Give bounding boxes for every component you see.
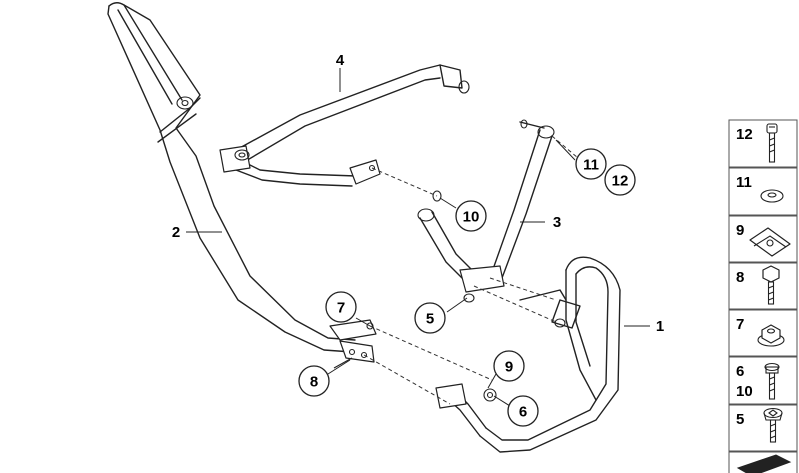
callout-10: 10 bbox=[455, 200, 487, 232]
long-bolt-icon bbox=[766, 123, 778, 163]
legend-9-label: 9 bbox=[736, 222, 744, 239]
legend-row-8: 8 bbox=[728, 262, 798, 310]
part-3-strut bbox=[417, 119, 555, 303]
callout-11: 11 bbox=[575, 148, 607, 180]
fastener-8-part bbox=[333, 357, 353, 369]
callout-12-text: 12 bbox=[612, 173, 629, 190]
callout-10-text: 10 bbox=[463, 209, 480, 226]
part-2-side-bar bbox=[107, 2, 375, 363]
legend-12-label: 12 bbox=[736, 126, 753, 143]
legend-row-9: 9 bbox=[728, 215, 798, 263]
legend-row-11: 11 bbox=[728, 167, 798, 216]
fastener-7-part bbox=[329, 319, 377, 341]
callout-12: 12 bbox=[604, 164, 636, 196]
part-1-lower-guard bbox=[435, 256, 621, 453]
legend-5-label: 5 bbox=[736, 411, 744, 428]
sealant-tube-icon bbox=[736, 454, 792, 473]
legend-8-label: 8 bbox=[736, 269, 744, 286]
callout-5: 5 bbox=[414, 302, 446, 334]
fastener-10-part bbox=[432, 190, 442, 202]
hex-bolt-icon bbox=[762, 265, 780, 305]
washer-icon bbox=[760, 189, 784, 203]
legend-row-7: 7 bbox=[728, 309, 798, 357]
callout-7: 7 bbox=[325, 291, 357, 323]
flange-bolt-icon bbox=[764, 362, 780, 400]
callout-leaders bbox=[186, 68, 650, 407]
legend-row-6-10: 6 10 bbox=[728, 356, 798, 405]
label-part-1: 1 bbox=[656, 318, 664, 335]
callout-9-text: 9 bbox=[505, 359, 513, 376]
legend-row-partial bbox=[728, 451, 798, 473]
callout-6-text: 6 bbox=[519, 404, 527, 421]
legend-panel: 12 11 9 bbox=[728, 119, 798, 473]
legend-6-label: 6 bbox=[736, 363, 744, 380]
callout-8: 8 bbox=[298, 365, 330, 397]
legend-row-5: 5 bbox=[728, 404, 798, 452]
callout-7-text: 7 bbox=[337, 300, 345, 317]
callout-11-text: 11 bbox=[583, 157, 599, 174]
flange-nut-icon bbox=[757, 324, 785, 347]
callout-5-text: 5 bbox=[426, 311, 434, 328]
torx-screw-icon bbox=[763, 407, 783, 443]
callout-6: 6 bbox=[507, 395, 539, 427]
legend-11-label: 11 bbox=[736, 174, 752, 191]
label-part-3: 3 bbox=[553, 214, 561, 231]
part-4-upper-bar bbox=[219, 64, 470, 187]
legend-7-label: 7 bbox=[736, 316, 744, 333]
callout-8-text: 8 bbox=[310, 374, 318, 391]
legend-row-12: 12 bbox=[728, 119, 798, 168]
callout-9: 9 bbox=[493, 350, 525, 382]
legend-10-label: 10 bbox=[736, 383, 753, 400]
assembly-lines bbox=[363, 135, 579, 405]
clip-nut-icon bbox=[749, 227, 791, 257]
label-part-2: 2 bbox=[172, 224, 180, 241]
label-part-4: 4 bbox=[336, 52, 345, 69]
